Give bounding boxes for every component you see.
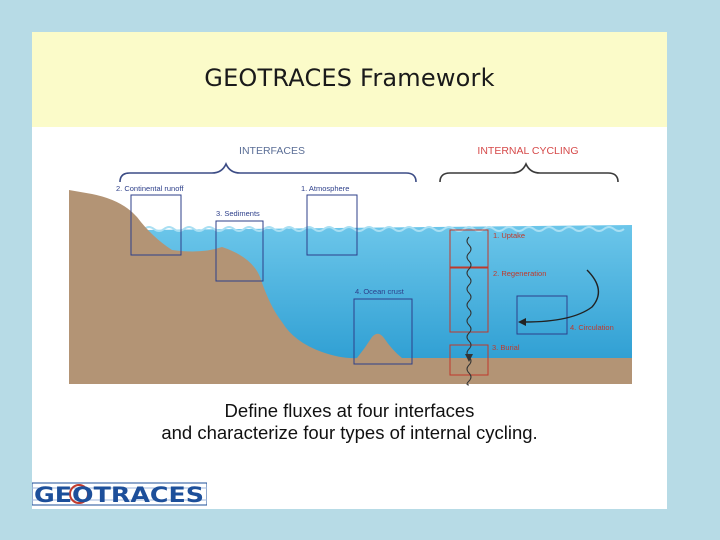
continental-runoff-label: 2. Continental runoff [116, 184, 184, 193]
circulation-arrow [524, 269, 600, 323]
title-band: GEOTRACES Framework [32, 32, 667, 127]
regeneration-box [449, 267, 489, 333]
ocean-surface-waves [143, 226, 625, 232]
sediments-label: 3. Sediments [216, 209, 260, 218]
sediments-box [215, 220, 264, 282]
ocean-crust-box [353, 298, 413, 365]
slide: GEOTRACES Framework INTERFACES INTERNAL … [32, 32, 667, 509]
interfaces-heading: INTERFACES [239, 145, 305, 157]
uptake-label: 1. Uptake [493, 231, 525, 240]
atmosphere-box [306, 194, 358, 256]
ocean-crust-label: 4. Ocean crust [355, 287, 405, 296]
internal-cycling-heading: INTERNAL CYCLING [477, 145, 578, 157]
logo-wordmark: GEOTRACES [34, 483, 204, 507]
continental-runoff-box [130, 194, 182, 256]
geotraces-logo: GEOTRACES [32, 482, 207, 507]
burial-box [449, 344, 489, 376]
atmosphere-label: 1. Atmosphere [301, 184, 349, 193]
caption: Define fluxes at four interfaces and cha… [32, 400, 667, 444]
internal-cycling-brace [439, 162, 619, 183]
burial-label: 3. Burial [492, 343, 520, 352]
uptake-box [449, 229, 489, 268]
circulation-box [516, 295, 568, 335]
circulation-label: 4. Circulation [570, 323, 614, 332]
geotraces-diagram: INTERFACES INTERNAL CYCLING 2. Continent… [69, 145, 632, 386]
sinking-arrow-head [465, 354, 473, 362]
land-profile [69, 190, 632, 384]
page-title: GEOTRACES Framework [204, 64, 495, 92]
circulation-arrow-head [518, 318, 526, 326]
caption-line-1: Define fluxes at four interfaces [224, 400, 475, 421]
sinking-particle-path [466, 236, 472, 386]
interfaces-brace [119, 162, 417, 183]
logo-sphere-icon [69, 484, 89, 504]
regeneration-label: 2. Regeneration [493, 269, 546, 278]
caption-line-2: and characterize four types of internal … [161, 422, 538, 443]
